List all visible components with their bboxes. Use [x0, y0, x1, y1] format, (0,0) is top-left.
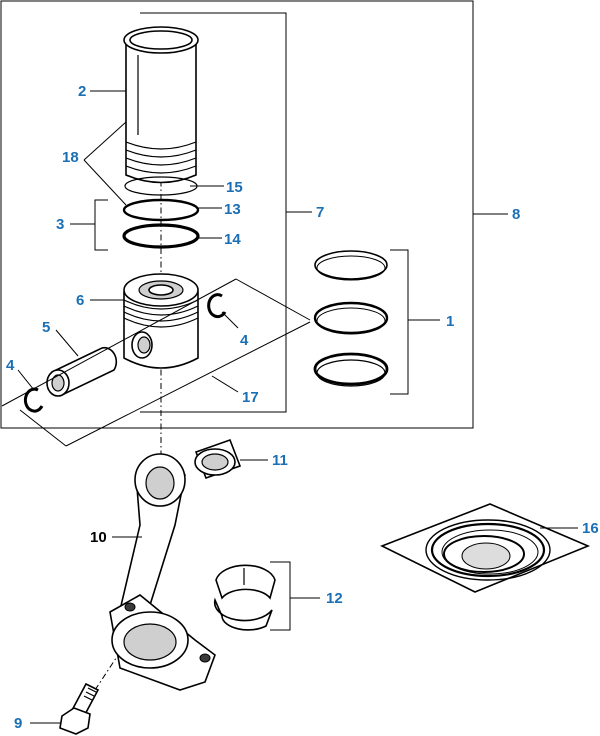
- leader-lines: [17, 90, 578, 724]
- piston-ring-set: [313, 250, 389, 387]
- callout-1: 1: [446, 313, 454, 330]
- callout-5: 5: [42, 319, 50, 336]
- callout-17: 17: [242, 389, 259, 406]
- rod-bolt: [59, 682, 100, 735]
- connecting-rod: [109, 453, 216, 691]
- callout-11: 11: [272, 452, 288, 469]
- callout-15: 15: [226, 179, 243, 196]
- snap-ring-right: [207, 293, 227, 319]
- piston-pin: [46, 346, 118, 397]
- callout-4-left: 4: [6, 357, 15, 374]
- gasket-kit-package: [380, 503, 591, 593]
- rod-bearing-shells: [213, 564, 276, 631]
- pin-plane-line-2: [235, 278, 311, 321]
- callout-4-right: 4: [240, 332, 249, 349]
- pin-plane-line-4: [65, 321, 311, 447]
- callout-10: 10: [90, 529, 107, 546]
- pin-plane-line-3: [19, 409, 67, 447]
- callout-7: 7: [316, 204, 324, 221]
- o-ring-13: [122, 198, 200, 222]
- callout-18: 18: [62, 149, 79, 166]
- callout-12: 12: [326, 590, 343, 607]
- callout-8: 8: [512, 206, 520, 223]
- callout-3: 3: [56, 216, 64, 233]
- cylinder-liner: [123, 26, 199, 184]
- pin-plane-line-1: [1, 278, 237, 407]
- callout-16: 16: [582, 520, 599, 537]
- o-ring-14: [122, 223, 200, 249]
- callout-9: 9: [14, 715, 22, 732]
- small-end-bushing: [194, 438, 242, 480]
- callout-14: 14: [224, 231, 241, 248]
- callout-6: 6: [76, 292, 84, 309]
- callout-13: 13: [224, 201, 241, 218]
- callout-2: 2: [78, 83, 86, 100]
- piston: [123, 273, 199, 369]
